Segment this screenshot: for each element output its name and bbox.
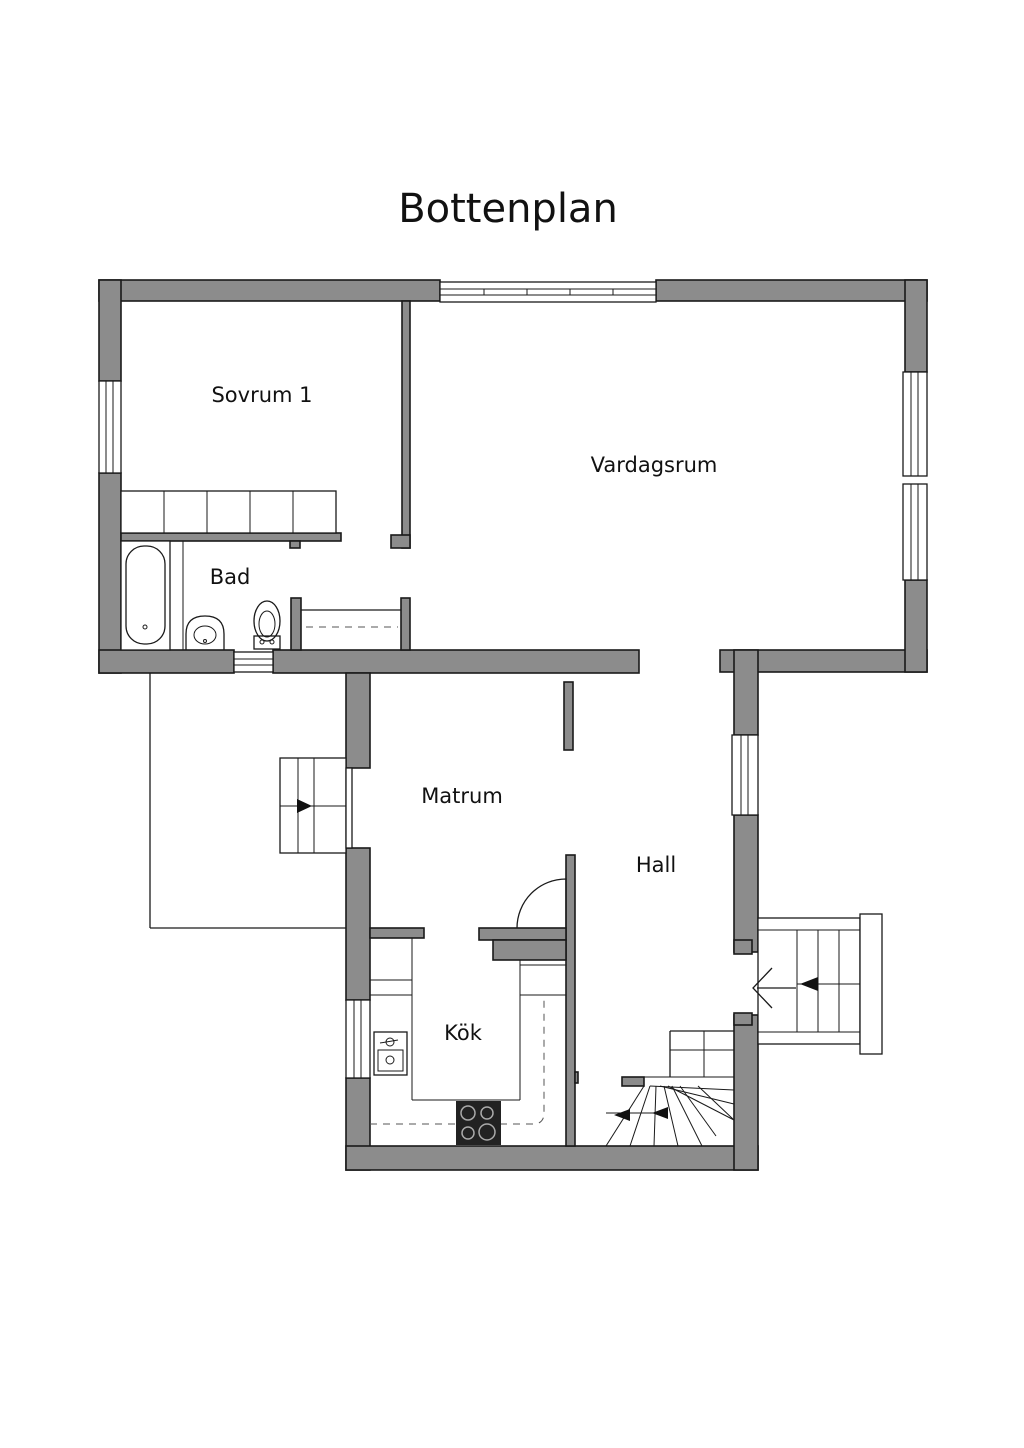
- wall-bottom-left: [98, 649, 235, 674]
- wall-kitchen-top-right: [478, 927, 567, 941]
- stair-arrow-icon-2: [652, 1107, 668, 1119]
- stair-arrow-icon: [614, 1109, 630, 1121]
- wall-dining-left-upper: [345, 672, 371, 769]
- closet-shelf: [301, 609, 401, 628]
- wall-left-upper: [98, 279, 122, 382]
- window-bath: [233, 651, 274, 673]
- wall-bath-closet-left: [290, 597, 302, 651]
- wall-hall-right-lower: [733, 1014, 759, 1171]
- wall-kitchen-fridge-block: [492, 939, 567, 961]
- wall-right-upper: [904, 279, 928, 373]
- room-label-hall: Hall: [636, 853, 676, 877]
- room-label-bad: Bad: [210, 565, 251, 589]
- left-steps: [279, 757, 353, 854]
- wall-right-lower: [904, 579, 928, 673]
- entrance-arrow-icon: [800, 977, 818, 991]
- step-arrow-icon: [297, 799, 312, 813]
- wall-entry-stub-bottom: [733, 1012, 753, 1026]
- wall-bath-closet-right: [400, 597, 411, 651]
- window-hall: [731, 734, 759, 816]
- kitchen-counter: [370, 938, 566, 1125]
- room-label-vardagsrum: Vardagsrum: [591, 453, 718, 477]
- wall-bath-stub: [289, 540, 301, 549]
- room-label-matrum: Matrum: [421, 784, 503, 808]
- stove-icon: [456, 1101, 501, 1145]
- entrance-steps: [752, 913, 883, 1055]
- wall-partition-bedroom: [401, 300, 411, 549]
- sink-icon: [185, 615, 225, 650]
- windows: [98, 281, 928, 1079]
- wall-dining-left-lower: [345, 847, 371, 1001]
- wall-bottom-mid: [272, 649, 640, 674]
- walls: [98, 279, 928, 1171]
- wall-hall-right-upper: [733, 649, 759, 736]
- window-bedroom: [98, 380, 122, 474]
- wall-dining-stub: [563, 681, 574, 751]
- wall-stair-landing: [621, 1076, 645, 1087]
- wall-lower-bottom: [345, 1145, 759, 1171]
- wall-top-left: [98, 279, 441, 302]
- room-label-sovrum-1: Sovrum 1: [211, 383, 312, 407]
- kitchen-sink-icon: [373, 1031, 408, 1076]
- wall-hall-right-mid: [733, 814, 759, 953]
- window-living-upper: [902, 371, 928, 477]
- window-kitchen: [345, 999, 371, 1079]
- window-living-lower: [902, 483, 928, 581]
- wardrobe: [120, 490, 337, 534]
- porch-outline: [149, 673, 346, 929]
- wall-kitchen-hall-tab: [574, 1071, 579, 1084]
- window-top: [439, 281, 657, 303]
- wall-kitchen-top-left: [369, 927, 425, 939]
- staircase: [605, 1030, 735, 1147]
- door-swing-kitchen: [516, 878, 567, 929]
- wall-entry-stub-top: [733, 939, 753, 955]
- wall-bedroom-bath: [120, 532, 342, 542]
- wall-kitchen-hall: [565, 854, 576, 1147]
- room-label-kok: Kök: [444, 1021, 483, 1045]
- plan-title: Bottenplan: [398, 186, 618, 232]
- wall-partition-stub: [390, 534, 411, 549]
- wall-top-right: [655, 279, 928, 302]
- wall-left-lower: [98, 472, 122, 674]
- bathtub: [120, 540, 171, 651]
- toilet-icon: [253, 600, 281, 650]
